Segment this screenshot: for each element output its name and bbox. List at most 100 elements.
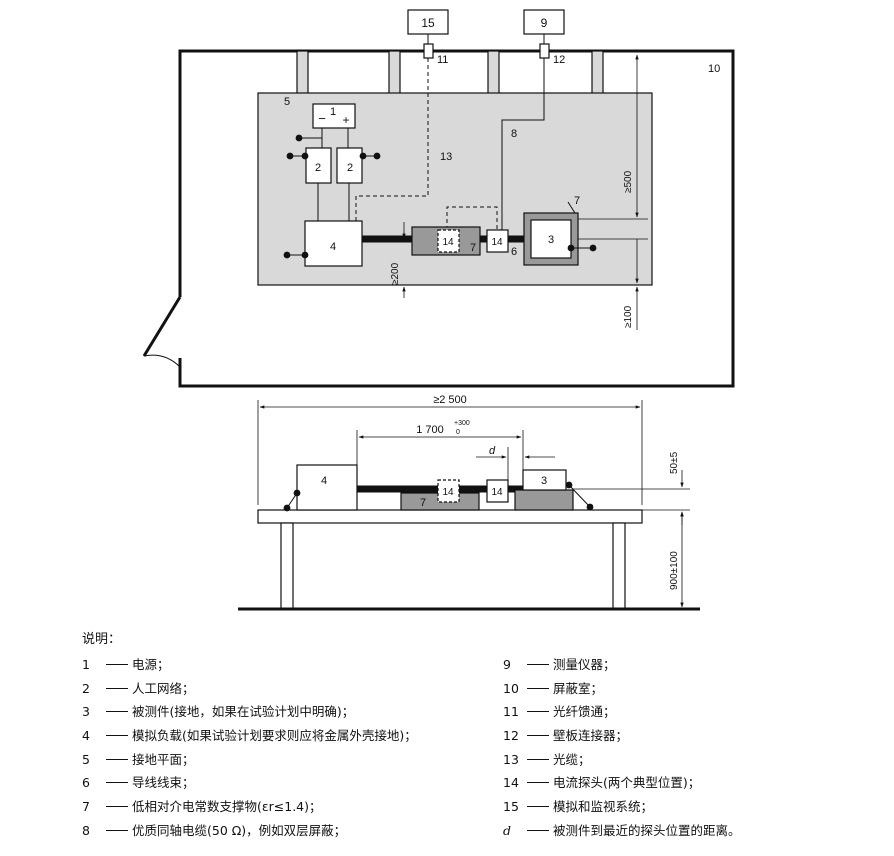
legend-text: 模拟和监视系统；	[553, 799, 654, 815]
legend-item: 8 优质同轴电缆(50 Ω)，例如双层屏蔽；	[82, 819, 502, 843]
side-label-4: 4	[321, 475, 327, 487]
dim-50: 50±5	[669, 451, 680, 474]
ground-plane-side	[257, 509, 643, 524]
legend-num: 11	[503, 704, 519, 720]
callout-10: 10	[708, 63, 720, 75]
ground-terminal	[295, 134, 303, 142]
legend-num: 15	[503, 799, 519, 815]
label-2a: 2	[315, 162, 321, 174]
legend-text: 人工网络；	[132, 680, 195, 696]
legend-text: 模拟负载(如果试验计划要求则应将金属外壳接地)；	[132, 728, 417, 744]
bulkhead-connector	[539, 43, 550, 59]
legend-item: 11 光纤馈通；	[503, 700, 883, 724]
legend-num: 8	[82, 822, 90, 838]
ground-terminal	[586, 503, 594, 511]
legend-text: 壁板连接器；	[553, 728, 629, 744]
dut-side	[522, 469, 567, 491]
label-14a: 14	[442, 237, 454, 248]
side-label-14a: 14	[442, 487, 454, 498]
ground-terminal	[293, 489, 301, 497]
test-setup-diagram: 15 9 11 12 10 5 13 8 1 − + 2 2	[142, 9, 735, 611]
label-2b: 2	[347, 162, 353, 174]
callout-7b: 7	[574, 195, 580, 207]
legend-num: 6	[82, 775, 90, 791]
legend-num: 13	[503, 751, 519, 767]
legend-text: 光纤馈通；	[553, 704, 616, 720]
legend-text: 电流探头(两个典型位置)；	[553, 775, 701, 791]
dim-1700: 1 700	[416, 424, 444, 436]
simulation-monitor-box	[407, 9, 449, 35]
label-9: 9	[541, 16, 548, 30]
legend-text: 电源；	[132, 657, 170, 672]
load-simulator-side	[296, 464, 358, 511]
legend-text: 低相对介电常数支撑物(εr≤1.4)；	[132, 799, 322, 815]
dim-1700-upper: +300	[454, 420, 470, 427]
callout-8: 8	[511, 128, 517, 140]
legend-title: 说明：	[82, 632, 122, 647]
legend-item: 2 人工网络；	[82, 677, 502, 701]
side-label-14b: 14	[491, 487, 503, 498]
dut-support-side	[514, 489, 574, 511]
legend-text: 被测件(接地，如果在试验计划中明确)；	[132, 704, 355, 720]
legend-num: 3	[82, 704, 90, 720]
fiber-feedthrough	[423, 43, 434, 59]
callout-13: 13	[440, 151, 452, 163]
legend-num: 4	[82, 728, 90, 744]
side-view: ≥2 500 1 700 +300 0 d 4 7 14 14	[238, 394, 700, 611]
legend-num: 14	[503, 775, 519, 791]
legend-item: 3 被测件(接地，如果在试验计划中明确)；	[82, 700, 502, 724]
label-1: 1	[330, 106, 336, 118]
top-view: 15 9 11 12 10 5 13 8 1 − + 2 2	[142, 9, 735, 388]
ground-terminal	[589, 244, 597, 252]
dim-200: ≥200	[390, 262, 401, 285]
legend-text: 优质同轴电缆(50 Ω)，例如双层屏蔽；	[132, 822, 347, 838]
legend-num: 1	[82, 657, 90, 672]
shielded-room-door	[142, 296, 182, 357]
table-leg	[280, 522, 294, 610]
legend-num: 2	[82, 680, 90, 696]
ground-terminal	[567, 244, 575, 252]
legend-text: 接地平面；	[132, 751, 195, 767]
callout-6: 6	[511, 246, 517, 258]
ground-terminal	[283, 504, 291, 512]
ground-terminal	[283, 251, 291, 259]
legend-num: d	[503, 822, 512, 838]
ground-terminal	[286, 152, 294, 160]
label-minus: −	[318, 111, 326, 126]
load-simulator-box	[304, 220, 363, 267]
power-supply-box	[312, 103, 356, 129]
dim-900: 900±100	[669, 551, 680, 590]
side-label-3: 3	[541, 475, 547, 487]
ground-terminal	[359, 152, 367, 160]
label-15: 15	[421, 16, 435, 30]
legend-item: d 被测件到最近的探头位置的距离。	[503, 819, 883, 843]
legend-text: 导线线束；	[132, 775, 195, 791]
dim-500: ≥500	[623, 170, 634, 193]
dim-1700-lower: 0	[456, 429, 460, 436]
current-probe-dashed	[437, 229, 460, 253]
callout-11: 11	[437, 54, 448, 66]
dim-100: ≥100	[623, 305, 634, 328]
legend-item: 7 低相对介电常数支撑物(εr≤1.4)；	[82, 795, 502, 819]
artificial-network-box	[305, 147, 332, 184]
ground-terminal	[301, 251, 309, 259]
measuring-instrument-box	[523, 9, 565, 35]
current-probe-side	[486, 479, 509, 503]
legend-text: 被测件到最近的探头位置的距离。	[553, 822, 741, 838]
callout-7a: 7	[470, 242, 476, 254]
legend-item: 6 导线线束；	[82, 771, 502, 795]
label-4: 4	[330, 241, 336, 253]
legend-num: 7	[82, 799, 90, 815]
legend-left-column: 1 电源； 2 人工网络； 3 被测件(接地，如果在试验计划中明确)； 4 模拟负载(如…	[82, 653, 502, 843]
fiber-optic-cable	[446, 206, 498, 230]
legend-item: 15 模拟和监视系统；	[503, 795, 883, 819]
ground-terminal	[301, 152, 309, 160]
coaxial-cable	[501, 58, 545, 230]
legend-item: 4 模拟负载(如果试验计划要求则应将金属外壳接地)；	[82, 724, 502, 748]
callout-12: 12	[553, 54, 565, 66]
ground-terminal	[373, 152, 381, 160]
